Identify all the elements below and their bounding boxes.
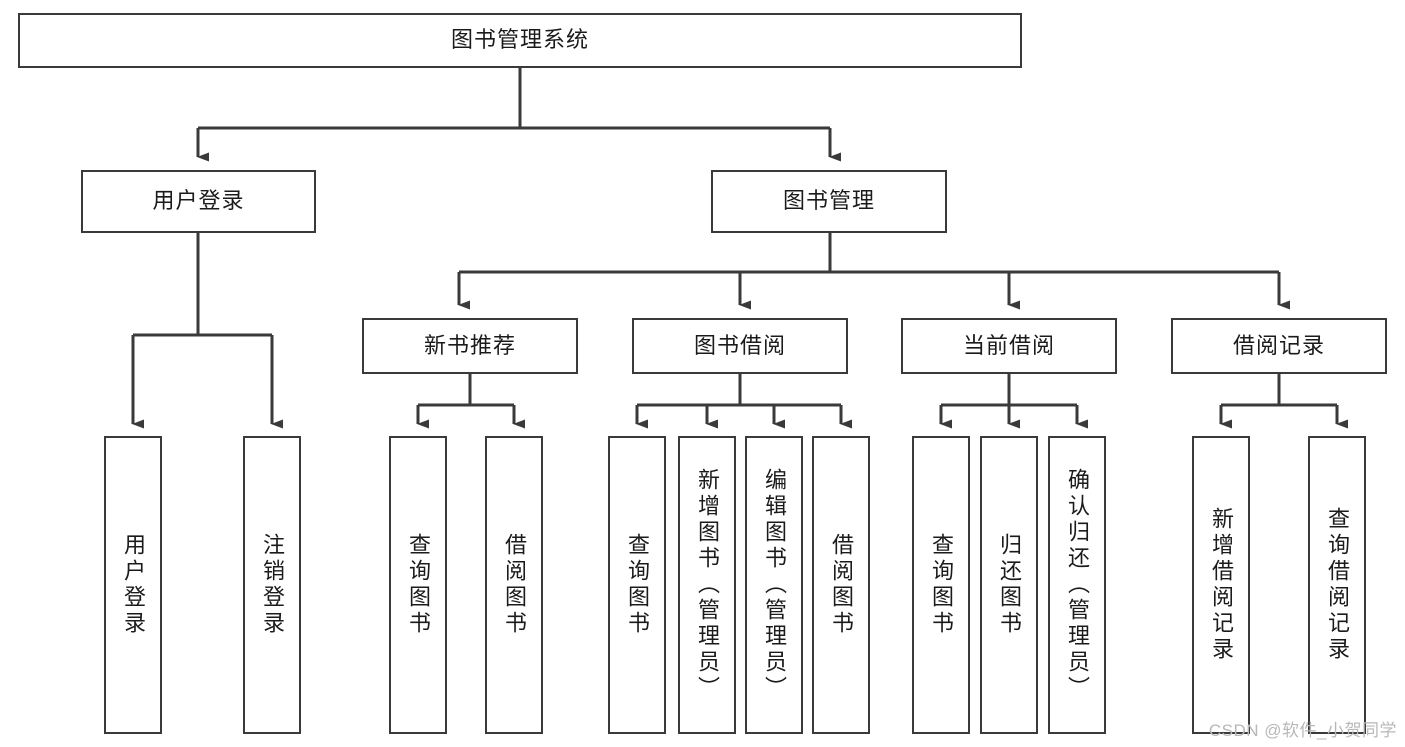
node-label: 图书借阅 <box>693 332 786 358</box>
node-label: 查询借阅记录 <box>1325 507 1350 663</box>
root-to-level2-connectors <box>196 68 841 162</box>
node-root-book-management-system[interactable]: 图书管理系统 <box>18 13 1022 68</box>
node-label: 归还图书 <box>997 533 1022 637</box>
node-label: 新增借阅记录 <box>1209 507 1234 663</box>
leaf-add-book-admin[interactable]: 新增图书（管理员） <box>678 436 736 734</box>
node-label: 借阅图书 <box>829 533 854 637</box>
book-borrow-to-leaves-connectors <box>635 374 852 429</box>
csdn-watermark: CSDN @软件_小贺同学 <box>1208 721 1397 740</box>
node-new-book-recommendation[interactable]: 新书推荐 <box>362 318 578 374</box>
node-user-login[interactable]: 用户登录 <box>81 170 316 233</box>
node-book-management[interactable]: 图书管理 <box>711 170 947 233</box>
new-book-rec-to-leaves-connectors <box>416 374 525 429</box>
node-label: 编辑图书（管理员） <box>762 468 787 702</box>
leaf-borrow-book-borrowing[interactable]: 借阅图书 <box>812 436 870 734</box>
leaf-edit-book-admin[interactable]: 编辑图书（管理员） <box>745 436 803 734</box>
node-label: 图书管理系统 <box>450 27 589 53</box>
node-borrowing-record[interactable]: 借阅记录 <box>1171 318 1387 374</box>
leaf-query-borrow-record[interactable]: 查询借阅记录 <box>1308 436 1366 734</box>
leaf-user-login[interactable]: 用户登录 <box>104 436 162 734</box>
node-label: 新增图书（管理员） <box>695 468 720 702</box>
node-label: 查询图书 <box>929 533 954 637</box>
leaf-query-book-current[interactable]: 查询图书 <box>912 436 970 734</box>
node-label: 注销登录 <box>260 533 285 637</box>
user-login-to-leaves-connectors <box>131 233 283 429</box>
leaf-query-book-borrowing[interactable]: 查询图书 <box>608 436 666 734</box>
node-label: 当前借阅 <box>962 332 1055 358</box>
current-borrow-to-leaves-connectors <box>939 374 1088 429</box>
leaf-query-book-new-rec[interactable]: 查询图书 <box>389 436 447 734</box>
node-label: 查询图书 <box>406 533 431 637</box>
leaf-add-borrow-record[interactable]: 新增借阅记录 <box>1192 436 1250 734</box>
leaf-borrow-book-new-rec[interactable]: 借阅图书 <box>485 436 543 734</box>
node-current-borrowing[interactable]: 当前借阅 <box>901 318 1117 374</box>
node-book-borrowing[interactable]: 图书借阅 <box>632 318 848 374</box>
leaf-return-book[interactable]: 归还图书 <box>980 436 1038 734</box>
leaf-confirm-return-admin[interactable]: 确认归还（管理员） <box>1048 436 1106 734</box>
node-label: 图书管理 <box>782 188 875 214</box>
node-label: 用户登录 <box>121 533 146 637</box>
leaf-logout[interactable]: 注销登录 <box>243 436 301 734</box>
node-label: 借阅记录 <box>1232 332 1325 358</box>
node-label: 查询图书 <box>625 533 650 637</box>
book-management-to-level3-connectors <box>457 233 1290 310</box>
node-label: 用户登录 <box>152 188 245 214</box>
borrow-record-to-leaves-connectors <box>1219 374 1348 429</box>
node-label: 确认归还（管理员） <box>1065 468 1090 702</box>
node-label: 新书推荐 <box>423 332 516 358</box>
node-label: 借阅图书 <box>502 533 527 637</box>
